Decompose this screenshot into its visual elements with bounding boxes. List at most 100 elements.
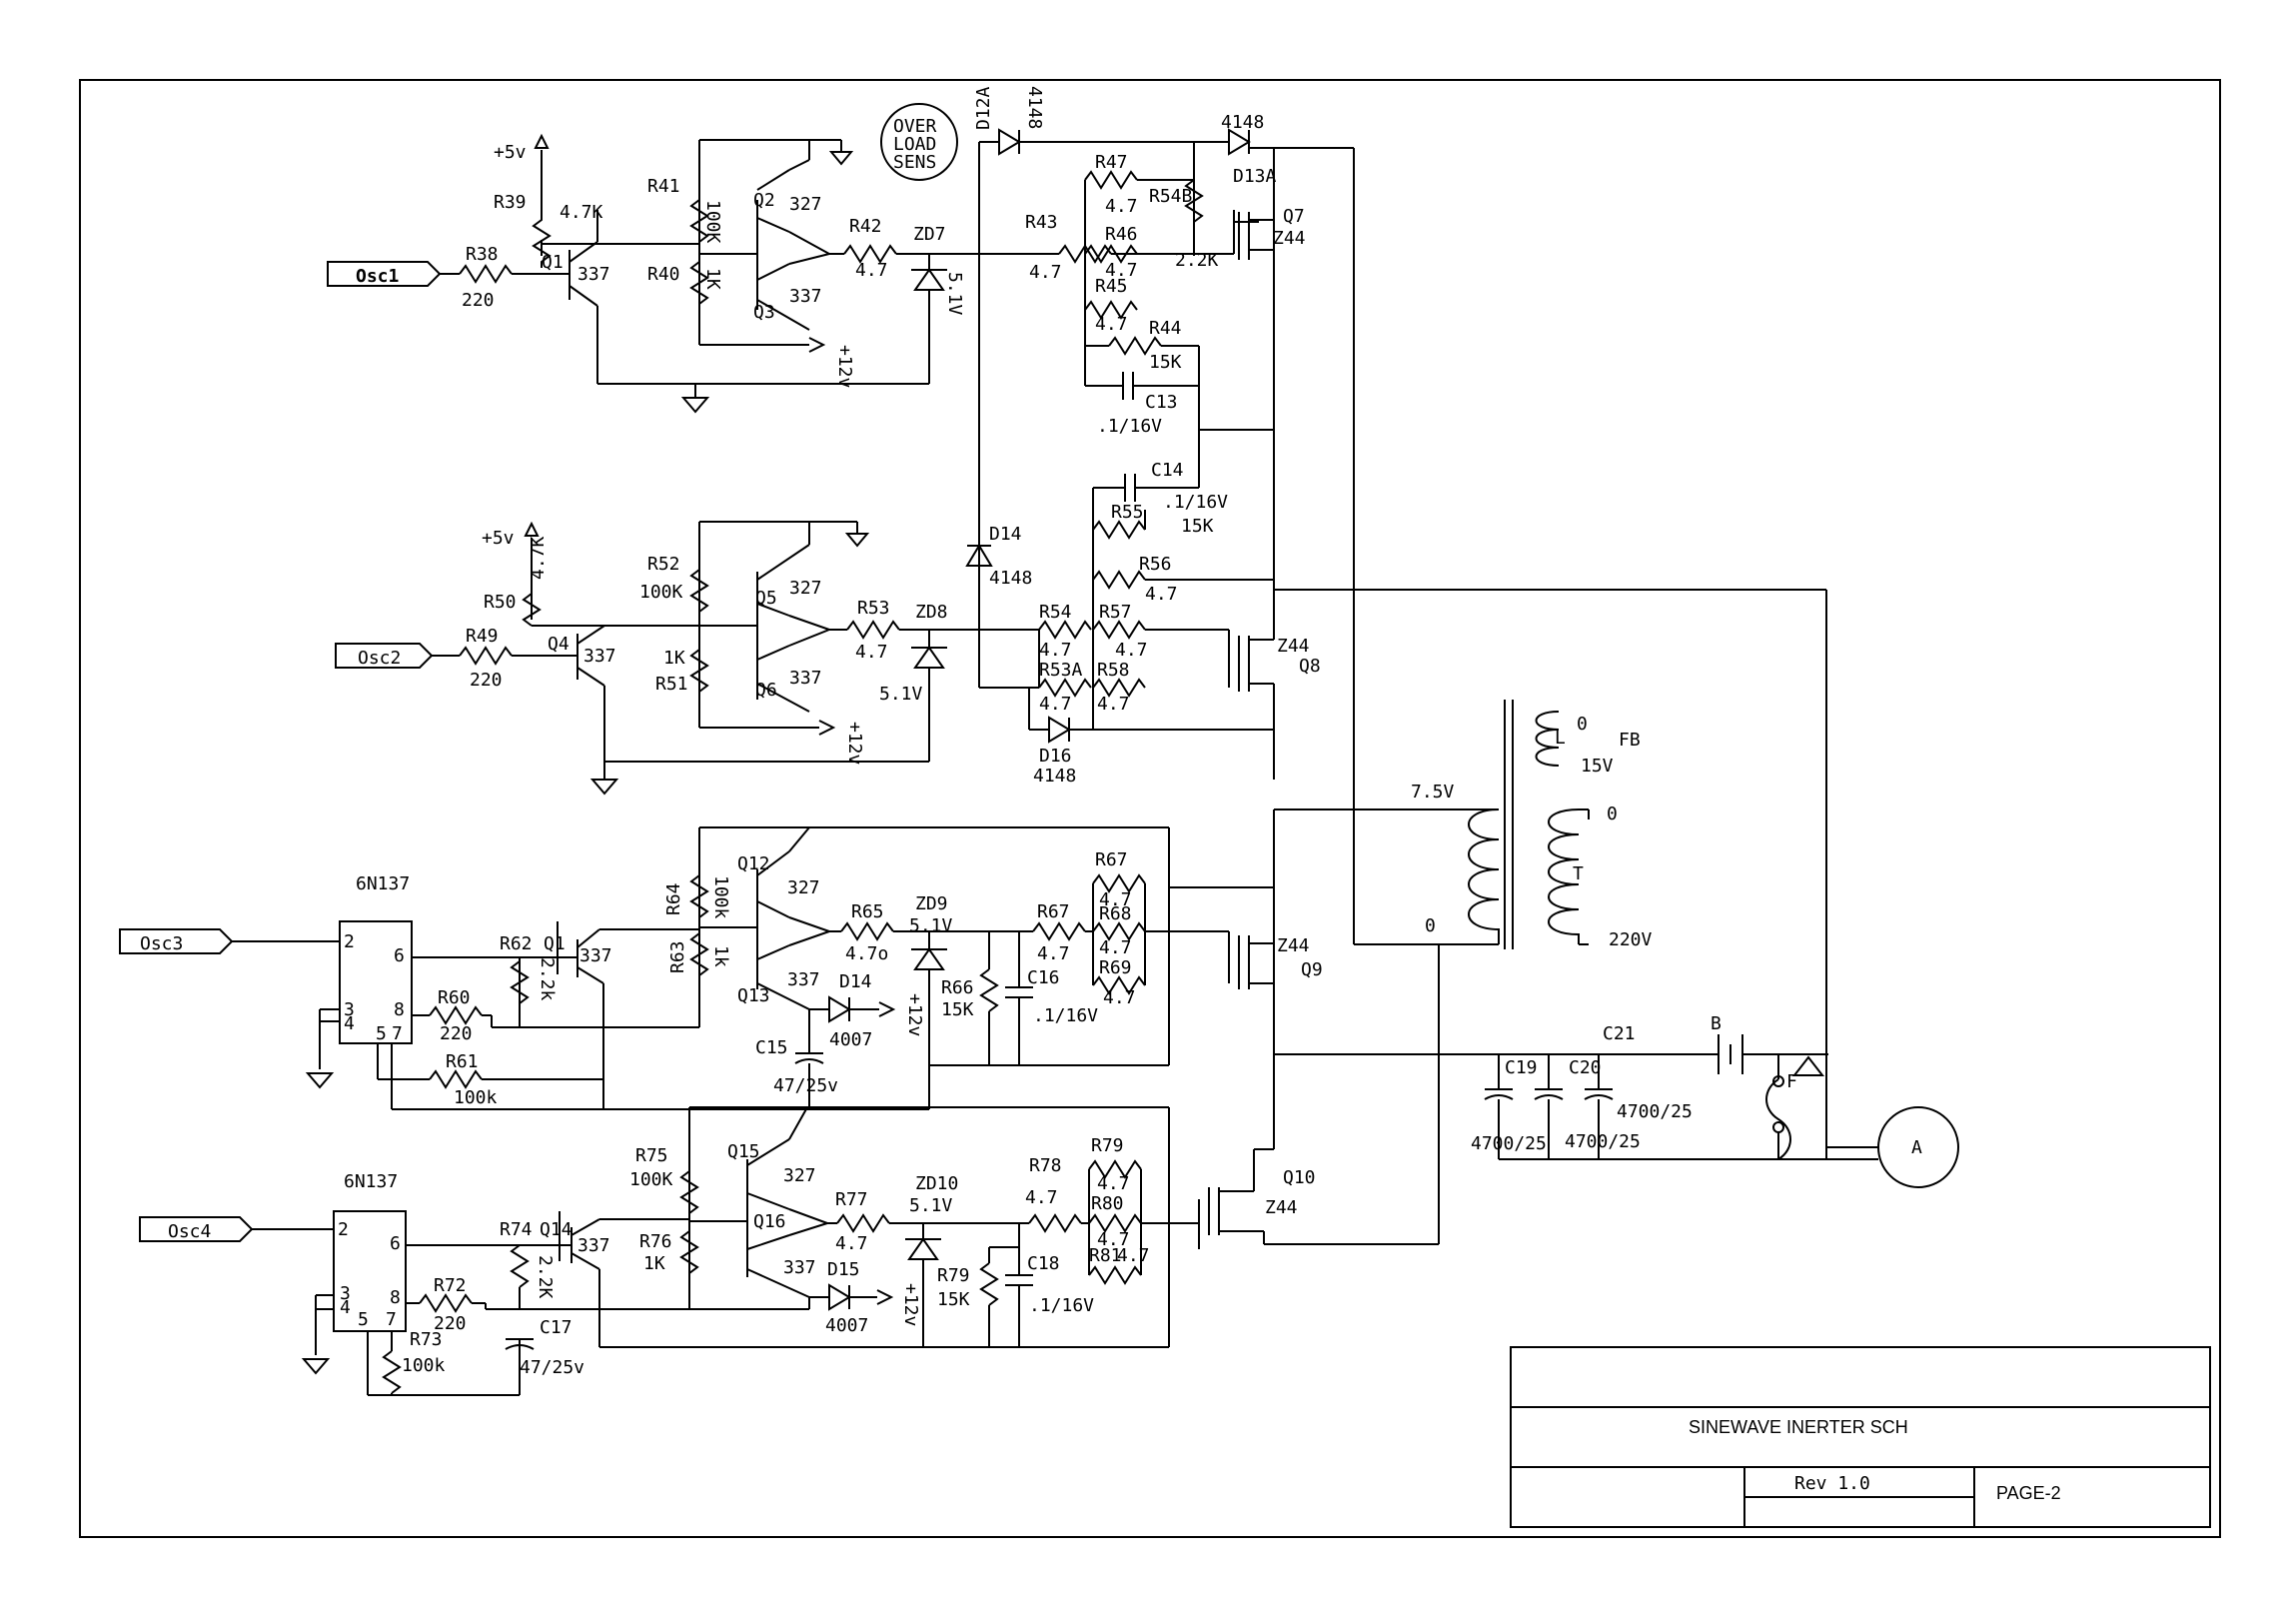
svg-text:+12v: +12v <box>900 1283 921 1326</box>
svg-text:Q7: Q7 <box>1283 206 1305 227</box>
svg-text:0: 0 <box>1425 915 1436 936</box>
svg-text:R81: R81 <box>1089 1245 1122 1266</box>
optocoupler-6n137-1 <box>339 920 413 1044</box>
svg-text:ZD9: ZD9 <box>915 893 948 914</box>
svg-text:Q6: Q6 <box>755 680 777 701</box>
svg-text:R79: R79 <box>1091 1135 1124 1156</box>
svg-text:4.7: 4.7 <box>1097 694 1130 715</box>
svg-text:R52: R52 <box>647 554 680 575</box>
svg-text:6N137: 6N137 <box>356 873 410 894</box>
svg-text:4.7: 4.7 <box>835 1233 868 1254</box>
svg-text:1K: 1K <box>643 1253 665 1274</box>
svg-text:R57: R57 <box>1099 602 1132 623</box>
svg-text:4.7: 4.7 <box>1095 314 1128 335</box>
svg-text:8: 8 <box>390 1287 401 1308</box>
svg-text:+12v: +12v <box>834 345 855 388</box>
svg-text:R75: R75 <box>635 1145 668 1166</box>
svg-text:L: L <box>1555 728 1566 749</box>
svg-text:4.7: 4.7 <box>1029 262 1062 283</box>
svg-text:6: 6 <box>390 1233 401 1254</box>
svg-text:LOAD: LOAD <box>893 134 936 155</box>
svg-text:Q10: Q10 <box>1283 1167 1316 1188</box>
svg-text:327: 327 <box>783 1165 816 1186</box>
svg-text:R69: R69 <box>1099 957 1132 978</box>
svg-text:4.7: 4.7 <box>1039 640 1072 661</box>
svg-text:337: 337 <box>789 668 822 689</box>
osc3-port <box>119 928 234 954</box>
svg-text:Osc2: Osc2 <box>358 648 401 669</box>
svg-text:C20: C20 <box>1569 1057 1602 1078</box>
svg-text:R64: R64 <box>663 882 684 915</box>
svg-text:2.2K: 2.2K <box>535 1255 556 1299</box>
optocoupler-6n137-2 <box>333 1210 407 1332</box>
svg-text:R44: R44 <box>1149 318 1182 339</box>
svg-text:R40: R40 <box>647 264 680 285</box>
svg-text:327: 327 <box>789 194 822 215</box>
osc4-port <box>139 1216 254 1242</box>
svg-text:1k: 1k <box>710 945 731 967</box>
svg-text:Q14: Q14 <box>540 1219 573 1240</box>
svg-text:C16: C16 <box>1027 967 1060 988</box>
svg-text:337: 337 <box>577 264 610 285</box>
svg-text:5.1V: 5.1V <box>909 1195 953 1216</box>
svg-text:4007: 4007 <box>829 1029 872 1050</box>
svg-text:R45: R45 <box>1095 276 1128 297</box>
svg-text:4.7: 4.7 <box>1097 1173 1130 1194</box>
svg-text:4700/25: 4700/25 <box>1471 1133 1547 1154</box>
svg-text:Q15: Q15 <box>727 1141 760 1162</box>
svg-text:R62: R62 <box>500 933 533 954</box>
svg-text:D16: D16 <box>1039 746 1072 767</box>
svg-text:4148: 4148 <box>1024 86 1045 129</box>
svg-text:R80: R80 <box>1091 1193 1124 1214</box>
rev-text: Rev 1.0 <box>1794 1473 1870 1494</box>
svg-text:Q9: Q9 <box>1301 959 1323 980</box>
svg-text:4.7: 4.7 <box>855 260 888 281</box>
svg-text:5.1V: 5.1V <box>909 915 953 936</box>
svg-text:D14: D14 <box>989 524 1022 545</box>
svg-text:R53: R53 <box>857 598 890 619</box>
svg-text:D12A: D12A <box>973 86 994 130</box>
svg-text:5: 5 <box>376 1023 387 1044</box>
svg-text:R74: R74 <box>500 1219 533 1240</box>
svg-text:4.7: 4.7 <box>1105 196 1138 217</box>
svg-text:R65: R65 <box>851 901 884 922</box>
svg-text:4700/25: 4700/25 <box>1565 1131 1641 1152</box>
svg-text:R38: R38 <box>466 244 499 265</box>
svg-text:1K: 1K <box>663 648 685 669</box>
svg-text:220: 220 <box>470 670 503 691</box>
svg-text:327: 327 <box>787 877 820 898</box>
svg-text:337: 337 <box>577 1235 610 1256</box>
svg-text:5.1V: 5.1V <box>879 684 923 705</box>
svg-text:4148: 4148 <box>989 568 1032 589</box>
svg-text:Osc3: Osc3 <box>140 933 183 954</box>
svg-text:C18: C18 <box>1027 1253 1060 1274</box>
svg-text:4: 4 <box>344 1013 355 1034</box>
svg-text:4700/25: 4700/25 <box>1617 1101 1693 1122</box>
svg-text:R58: R58 <box>1097 660 1130 681</box>
svg-text:ZD7: ZD7 <box>913 224 946 245</box>
r38-symbol <box>459 264 513 284</box>
section-osc2: Osc2 R49 220 Q4 337 +5v R50 4.7K R52 100… <box>335 521 1321 796</box>
svg-text:R53A: R53A <box>1039 660 1083 681</box>
svg-text:R49: R49 <box>466 626 499 647</box>
svg-text:R72: R72 <box>434 1275 467 1296</box>
svg-text:0: 0 <box>1607 804 1618 824</box>
svg-text:337: 337 <box>579 945 612 966</box>
svg-text:4.7: 4.7 <box>1103 987 1136 1008</box>
svg-text:Q8: Q8 <box>1299 656 1321 677</box>
svg-text:C14: C14 <box>1151 460 1184 481</box>
svg-text:6N137: 6N137 <box>344 1171 398 1192</box>
svg-text:+12v: +12v <box>844 722 865 765</box>
section-osc3: Osc3 6N137 2 6 3 4 8 5 7 R62 2.2k R60 22… <box>119 826 1323 1110</box>
svg-text:SENS: SENS <box>893 152 936 173</box>
svg-text:4148: 4148 <box>1221 112 1264 133</box>
svg-text:327: 327 <box>789 578 822 599</box>
svg-text:Q12: Q12 <box>737 853 770 874</box>
svg-text:2: 2 <box>344 931 355 952</box>
svg-text:100K: 100K <box>639 582 683 603</box>
svg-text:4.7: 4.7 <box>1039 694 1072 715</box>
svg-text:220: 220 <box>462 290 495 311</box>
svg-text:5.1V: 5.1V <box>944 272 965 316</box>
svg-text:15V: 15V <box>1581 756 1614 777</box>
osc2-port <box>335 643 434 669</box>
